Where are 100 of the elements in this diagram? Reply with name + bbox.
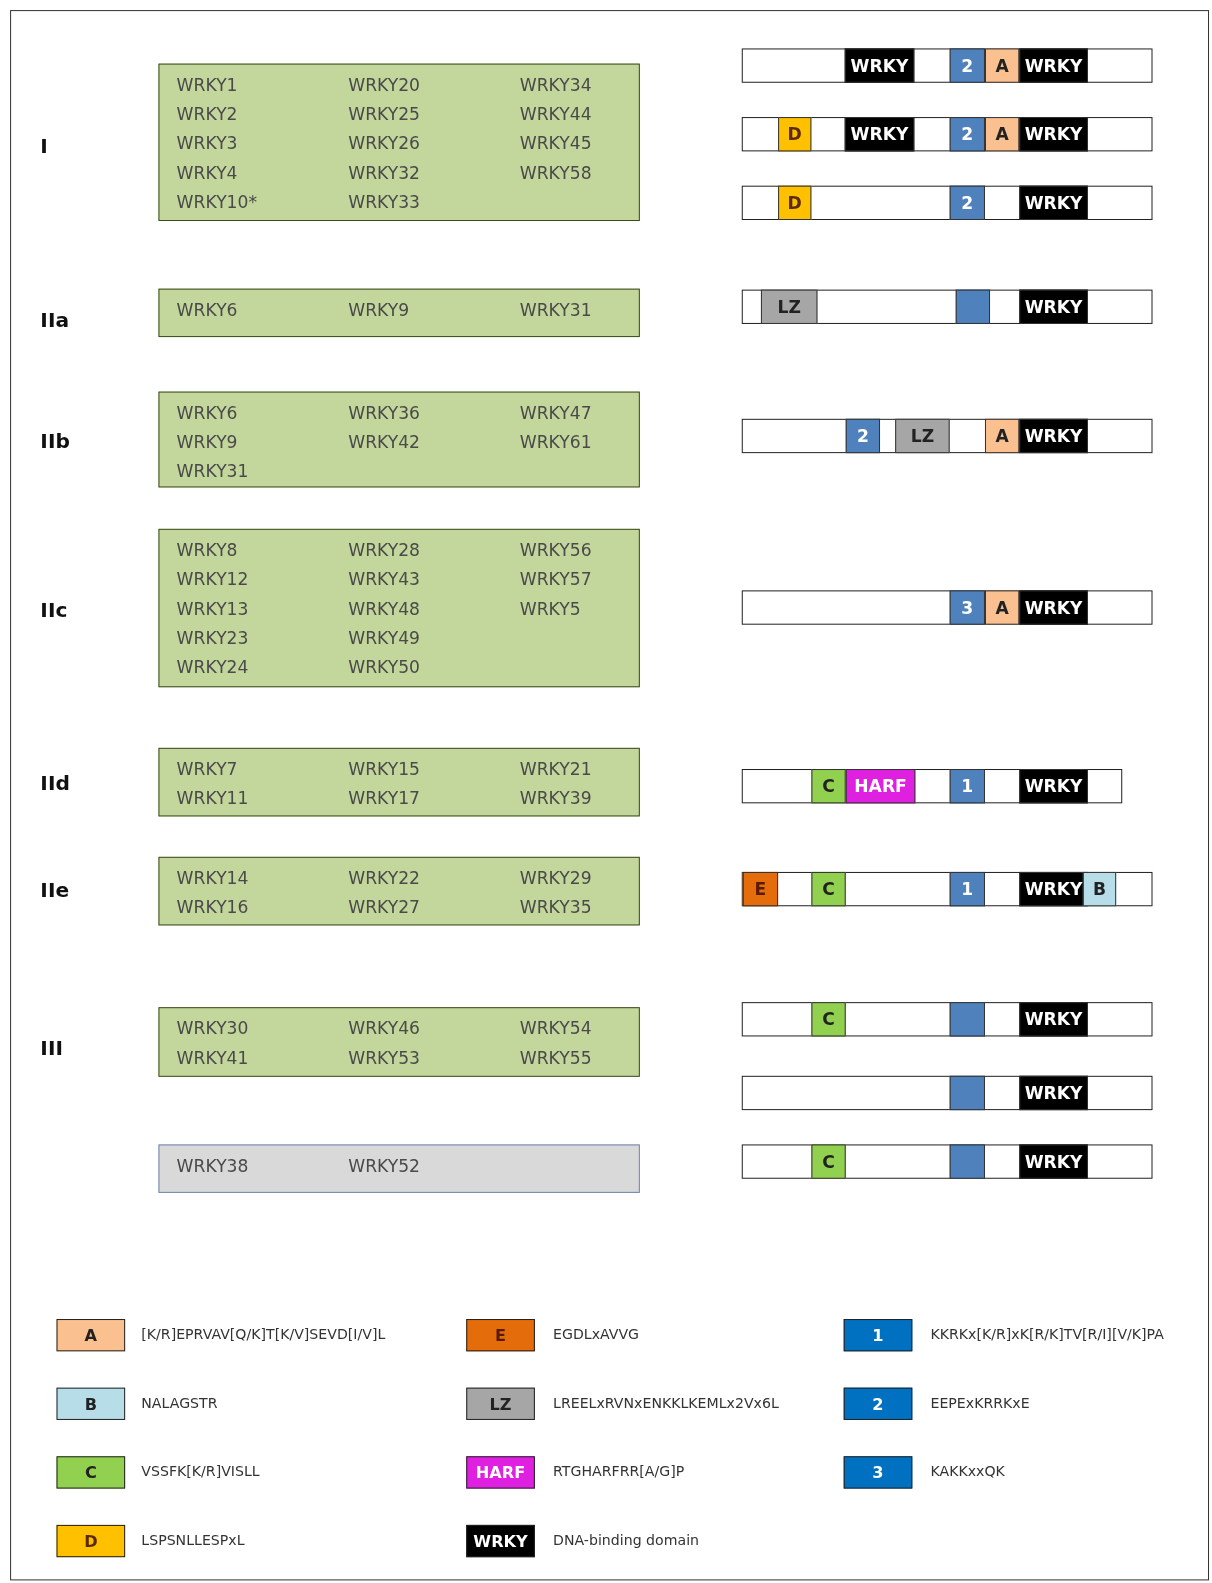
domain-box: 3 <box>949 589 985 625</box>
gene-name: WRKY27 <box>348 897 420 918</box>
gene-name: WRKY58 <box>519 162 592 183</box>
legend-swatch: B <box>56 1387 126 1420</box>
group-label: IIe <box>40 878 70 903</box>
gene-name: WRKY10* <box>176 191 258 212</box>
domain-box <box>949 1143 985 1179</box>
gene-name: WRKY52 <box>348 1155 420 1176</box>
domain-box: WRKY <box>1019 589 1088 625</box>
domain-box: B <box>1082 871 1117 906</box>
gene-name: WRKY1 <box>176 74 238 95</box>
gene-name: WRKY55 <box>519 1047 592 1068</box>
gene-name: WRKY53 <box>348 1047 420 1068</box>
protein-bar <box>741 289 1153 324</box>
gene-name: WRKY9 <box>348 299 410 320</box>
legend-text: LREELxRVNxENKKLKEMLx2Vx6L <box>553 1394 779 1411</box>
domain-box <box>949 1001 985 1036</box>
legend-text: KKRKx[K/R]xK[R/K]TV[R/I][V/K]PA <box>930 1326 1164 1343</box>
gene-name: WRKY16 <box>176 897 249 918</box>
legend-swatch: A <box>56 1319 126 1352</box>
domain-box: WRKY <box>1019 289 1088 324</box>
gene-name: WRKY30 <box>176 1018 249 1039</box>
group-label: IIa <box>40 307 69 333</box>
gene-group-box <box>158 288 640 338</box>
gene-name: WRKY50 <box>348 657 420 678</box>
gene-group-box <box>158 528 640 688</box>
domain-box: C <box>811 768 846 803</box>
legend-text: KAKKxxQK <box>930 1463 1005 1480</box>
gene-name: WRKY44 <box>519 103 592 125</box>
gene-group-box <box>158 391 640 488</box>
gene-name: WRKY6 <box>176 299 238 320</box>
gene-name: WRKY49 <box>348 627 420 648</box>
gene-name: WRKY35 <box>519 897 592 918</box>
protein-bar <box>741 117 1153 152</box>
legend-swatch: C <box>56 1456 126 1489</box>
domain-box <box>955 289 991 324</box>
gene-group-box <box>158 1144 640 1193</box>
gene-group-box <box>158 856 640 926</box>
gene-group-box <box>158 747 640 817</box>
gene-name: WRKY45 <box>519 133 592 154</box>
domain-box: WRKY <box>1019 768 1088 803</box>
gene-name: WRKY47 <box>519 402 592 423</box>
protein-bar <box>741 769 1123 804</box>
gene-name: WRKY2 <box>176 103 238 125</box>
gene-name: WRKY13 <box>176 598 249 619</box>
group-label: III <box>40 1035 63 1060</box>
gene-name: WRKY31 <box>176 461 249 482</box>
gene-name: WRKY33 <box>348 191 420 212</box>
legend-text: VSSFK[K/R]VISLL <box>141 1463 260 1480</box>
protein-bar <box>741 1075 1153 1111</box>
domain-box: 2 <box>845 418 880 453</box>
domain-box: D <box>778 185 812 220</box>
gene-name: WRKY28 <box>348 539 420 561</box>
legend-text: NALAGSTR <box>141 1394 218 1411</box>
gene-name: WRKY31 <box>519 299 592 320</box>
legend-text: [K/R]EPRVAV[Q/K]T[K/V]SEVD[I/V]L <box>141 1326 386 1343</box>
gene-name: WRKY46 <box>348 1018 420 1039</box>
domain-box: WRKY <box>1019 1075 1088 1110</box>
domain-box: A <box>985 589 1020 625</box>
domain-box: LZ <box>895 418 950 453</box>
group-label: IIc <box>40 597 68 622</box>
domain-box <box>949 1075 985 1110</box>
gene-name: WRKY26 <box>348 133 420 154</box>
gene-name: WRKY25 <box>348 103 420 125</box>
gene-name: WRKY29 <box>519 867 592 889</box>
gene-name: WRKY32 <box>348 162 420 183</box>
domain-box: 2 <box>949 116 985 151</box>
domain-box: LZ <box>760 289 818 324</box>
protein-bar <box>741 590 1153 625</box>
gene-name: WRKY20 <box>348 74 420 95</box>
domain-box: C <box>811 871 846 906</box>
protein-bar <box>741 1002 1153 1037</box>
gene-name: WRKY34 <box>519 74 592 95</box>
legend-text: EEPExKRRKxE <box>930 1394 1030 1411</box>
domain-box: A <box>985 116 1020 151</box>
protein-bar <box>741 185 1153 220</box>
gene-group-box <box>158 1007 640 1077</box>
gene-name: WRKY24 <box>176 657 249 678</box>
domain-box: WRKY <box>1019 1143 1088 1179</box>
gene-name: WRKY38 <box>176 1155 249 1176</box>
gene-name: WRKY17 <box>348 788 420 809</box>
legend-swatch: WRKY <box>466 1524 535 1558</box>
gene-name: WRKY48 <box>348 598 420 619</box>
domain-box: E <box>742 871 779 906</box>
domain-box: WRKY <box>1019 1001 1088 1036</box>
domain-box: 2 <box>949 47 985 83</box>
group-label: IIb <box>40 428 70 454</box>
protein-bar <box>741 418 1153 454</box>
domain-box: WRKY <box>1019 418 1088 453</box>
protein-bar <box>741 871 1153 907</box>
gene-name: WRKY42 <box>348 431 420 453</box>
group-label: IId <box>40 771 70 796</box>
protein-bar <box>741 1144 1153 1179</box>
legend-text: RTGHARFRR[A/G]P <box>553 1463 685 1480</box>
domain-box: 1 <box>949 871 985 906</box>
legend-text: DNA-binding domain <box>553 1531 700 1549</box>
gene-name: WRKY57 <box>519 569 592 590</box>
gene-name: WRKY61 <box>519 431 592 453</box>
gene-name: WRKY36 <box>348 402 420 423</box>
domain-box: WRKY <box>1019 47 1088 83</box>
